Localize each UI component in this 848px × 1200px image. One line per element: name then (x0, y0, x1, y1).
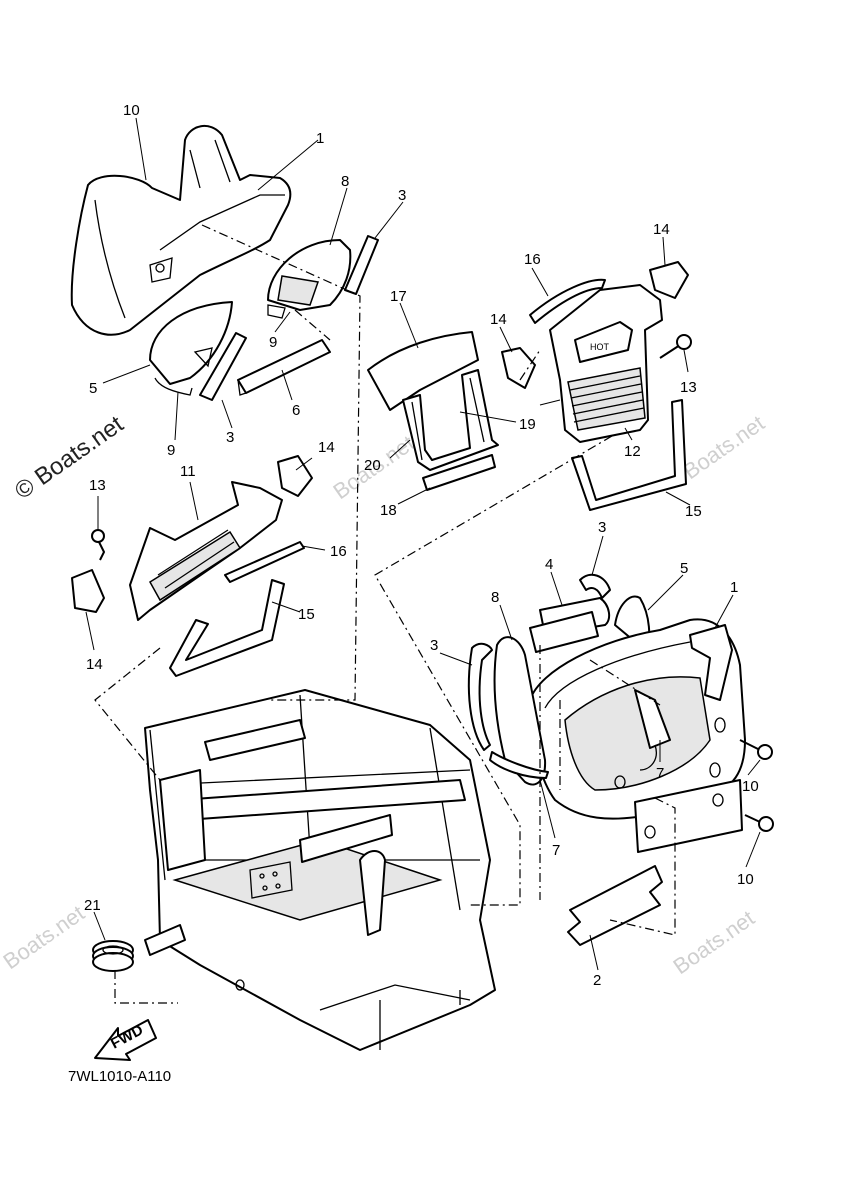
pad-14-middle (71, 455, 313, 613)
bar-6 (237, 339, 331, 396)
callout-1: 1 (730, 579, 738, 596)
strip-3-left (199, 332, 247, 401)
callout-17: 17 (390, 288, 407, 305)
rack-11 (129, 481, 283, 621)
side-panel-8-upper (267, 239, 352, 319)
callout-14: 14 (653, 221, 670, 238)
callout-10: 10 (123, 102, 140, 119)
callout-9: 9 (167, 442, 175, 459)
strip-15-right (571, 399, 687, 511)
rear-cover-1 (529, 618, 746, 820)
callout-3: 3 (226, 429, 234, 446)
front-cover-1-upper (70, 125, 292, 336)
clip-7 (489, 751, 549, 779)
strip-16-middle (224, 541, 305, 583)
plate-lower (634, 779, 743, 853)
frame-19 (402, 369, 499, 471)
callout-3: 3 (398, 187, 406, 204)
callout-11: 11 (180, 463, 196, 480)
callout-2: 2 (593, 972, 601, 989)
strip-16-upper (529, 278, 606, 324)
panel-17 (367, 331, 479, 411)
bolt-10-right-lower (744, 814, 774, 832)
side-cover-5-left (149, 301, 233, 396)
bolt-10-right-upper (739, 739, 773, 760)
callout-3: 3 (598, 519, 606, 536)
bolt-13-left (91, 529, 105, 561)
callout-14: 14 (318, 439, 335, 456)
pad-14-upper-right (501, 261, 689, 389)
strip-3-right-left (467, 642, 493, 751)
callout-16: 16 (330, 543, 347, 560)
guide-lines (94, 224, 676, 1004)
leader-lines (85, 117, 761, 971)
callout-13: 13 (680, 379, 697, 396)
callout-18: 18 (380, 502, 397, 519)
callout-7: 7 (552, 842, 560, 859)
diagram-code: 7WL1010-A110 (68, 1068, 171, 1085)
watermark-faint: Boats.net (0, 900, 89, 974)
callout-13: 13 (89, 477, 106, 494)
callout-3: 3 (430, 637, 438, 654)
callout-4: 4 (545, 556, 553, 573)
callout-12: 12 (624, 443, 641, 460)
strip-3-upper (344, 235, 379, 295)
callout-16: 16 (524, 251, 541, 268)
watermark-faint: Boats.net (669, 905, 759, 979)
callout-10: 10 (737, 871, 754, 888)
callout-7: 7 (656, 765, 664, 782)
callout-8: 8 (491, 589, 499, 606)
rack-12: HOT (549, 284, 663, 443)
callout-10: 10 (742, 778, 759, 795)
callout-1: 1 (316, 130, 324, 147)
strip-15-middle (169, 579, 285, 677)
side-panel-8-right (493, 636, 547, 786)
watermark-main: © Boats.net (10, 410, 129, 504)
bar-right-stack (529, 611, 599, 653)
main-frame (144, 689, 496, 1051)
callout-15: 15 (685, 503, 702, 520)
plate-2 (567, 865, 663, 946)
callout-20: 20 (364, 457, 381, 474)
callout-5: 5 (680, 560, 688, 577)
bolt-13-right (659, 334, 692, 359)
strip-3-right-top (579, 573, 611, 599)
callout-6: 6 (292, 402, 300, 419)
callout-15: 15 (298, 606, 315, 623)
callout-9: 9 (269, 334, 277, 351)
callout-8: 8 (341, 173, 349, 190)
fwd-arrow-icon: FWD (94, 1019, 157, 1061)
grommet-21 (92, 940, 134, 972)
emblem-icon: HOT (590, 342, 610, 352)
callout-14: 14 (490, 311, 507, 328)
callout-14: 14 (86, 656, 103, 673)
callout-21: 21 (84, 897, 101, 914)
callout-19: 19 (519, 416, 536, 433)
watermark-faint: Boats.net (679, 410, 769, 484)
callout-labels: 1 10 8 3 9 5 9 3 6 17 16 14 14 13 19 20 … (84, 102, 759, 989)
callout-5: 5 (89, 380, 97, 397)
bar-18 (422, 454, 496, 491)
